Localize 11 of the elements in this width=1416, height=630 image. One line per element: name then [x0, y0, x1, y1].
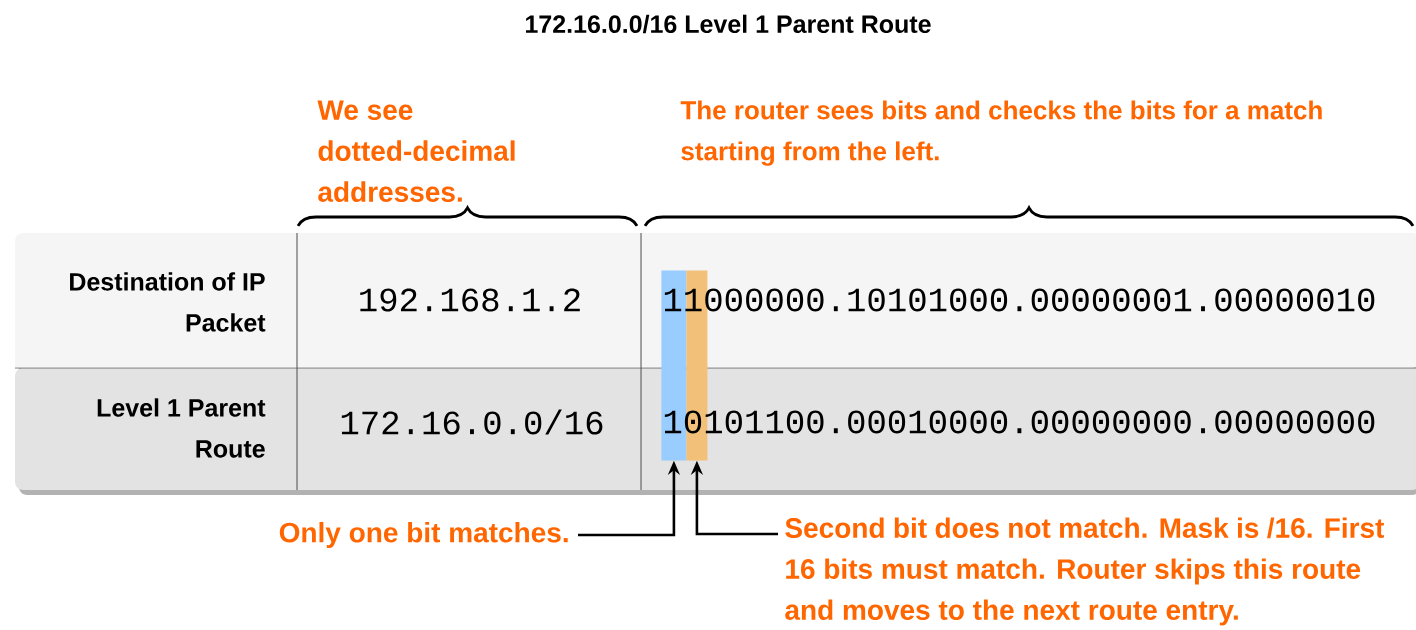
- address-text: 172.16.0.0/16: [341, 409, 603, 435]
- row-header: Destination of IP Packet: [70, 272, 266, 332]
- title: 172.16.0.0/16 Level 1 Parent Route: [526, 14, 931, 34]
- bit-string: 10101100.00010000.00000000.00000000: [664, 410, 1375, 434]
- address-text: 192.168.1.2: [360, 288, 580, 312]
- annotation-text: The router sees bits and checks the bits for a match starting from the left.: [680, 100, 1322, 166]
- callout-text: Only one bit matches.: [279, 521, 568, 549]
- annotation-text: We see dotted-decimal addresses.: [317, 100, 515, 202]
- row-header: Level 1 Parent Route: [97, 398, 266, 458]
- bit-string: 11000000.10101000.00000001.00000010: [664, 288, 1375, 312]
- callout-text: Second bit does not match. Mask is /16. First 16 bits must match. Router skips this route and moves to the next route entry.: [785, 517, 1385, 626]
